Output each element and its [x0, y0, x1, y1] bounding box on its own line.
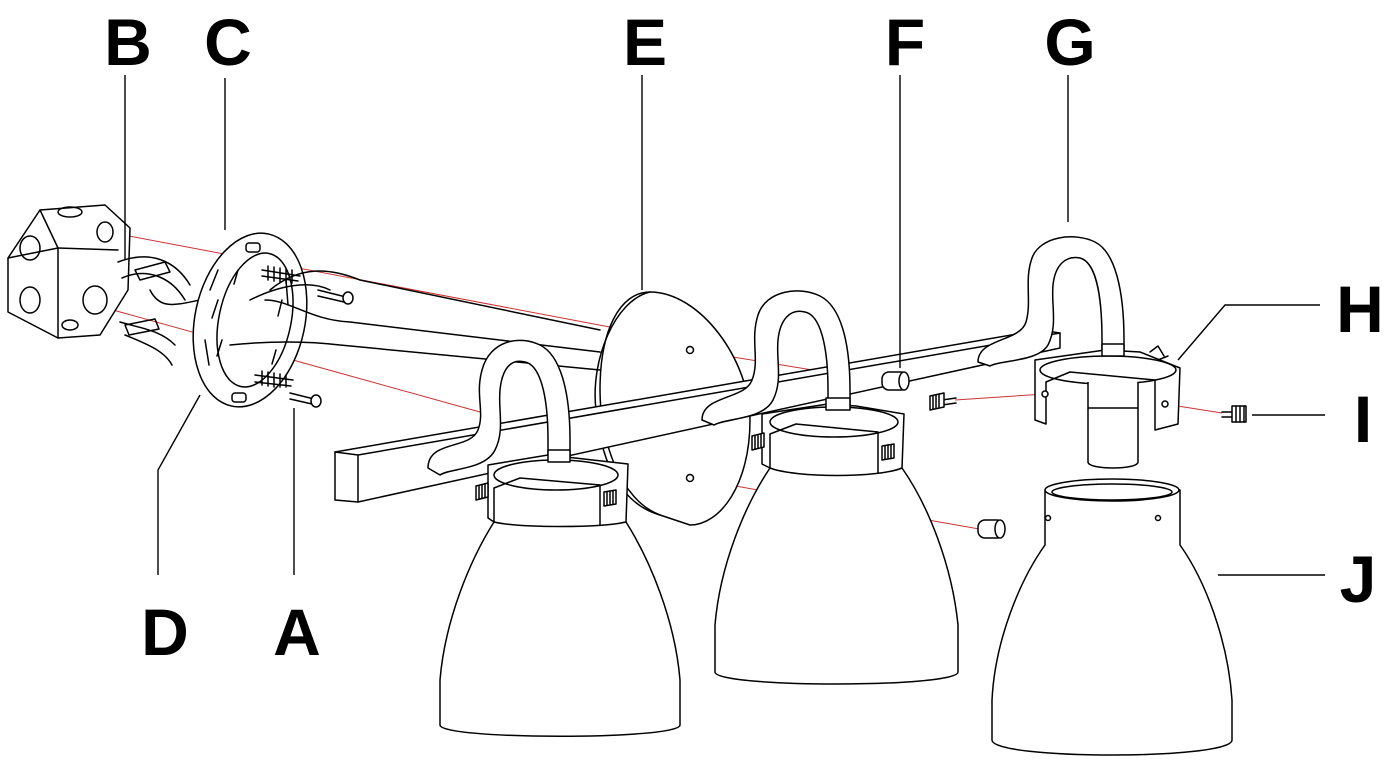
fixture-wires [229, 270, 601, 371]
arm-left [427, 339, 571, 476]
lamp-socket [1087, 382, 1139, 469]
thumb-screws [929, 392, 1247, 423]
label-e: E [623, 5, 667, 79]
part-labels: B C E F G H I J D A [104, 5, 1384, 669]
label-c: C [204, 5, 252, 79]
junction-box [7, 204, 131, 339]
mounting-plate [192, 232, 308, 408]
label-b: B [104, 5, 152, 79]
arm-right [977, 236, 1125, 367]
finials [881, 371, 1006, 539]
label-a: A [273, 595, 321, 669]
label-f: F [885, 5, 925, 79]
shade-middle [714, 467, 959, 685]
shade-holder-left [475, 449, 629, 529]
label-g: G [1044, 5, 1095, 79]
supply-wires [117, 256, 201, 366]
leader-lines [124, 75, 1325, 576]
shade-holder-middle [751, 397, 905, 479]
label-i: I [1354, 382, 1372, 456]
arm-middle [701, 290, 851, 426]
label-d: D [141, 595, 189, 669]
label-h: H [1336, 272, 1384, 346]
label-j: J [1340, 542, 1377, 616]
shade-left [439, 521, 681, 737]
shade-right [991, 478, 1233, 756]
